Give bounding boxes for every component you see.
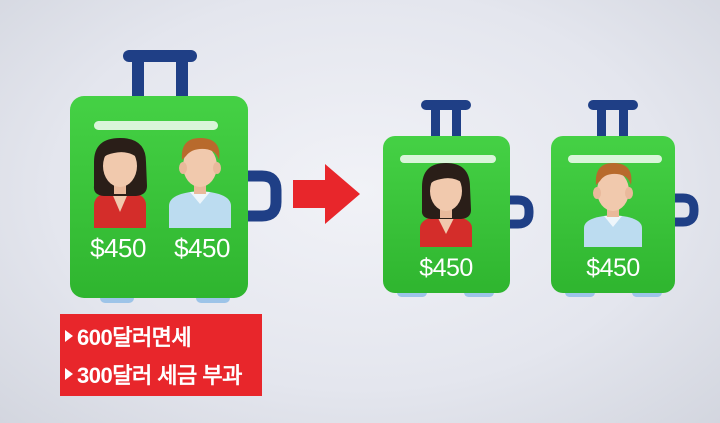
small-woman-price: $450 — [419, 254, 473, 282]
info-line-tax: 300달러 세금 부과 — [60, 356, 262, 392]
info-line-duty-free: 600달러면세 — [60, 318, 262, 354]
big-suitcase-handle — [123, 50, 197, 100]
big-suitcase-side-handle — [240, 170, 282, 222]
bullet-triangle-icon — [65, 368, 73, 380]
big-suitcase: $450 $450 — [70, 50, 282, 303]
right-arrow-icon — [293, 164, 360, 224]
big-price-right: $450 — [174, 233, 230, 263]
man-avatar-small — [584, 162, 642, 247]
bullet-triangle-icon — [65, 330, 73, 342]
small-suitcase-man-handle — [588, 100, 638, 140]
small-suitcase-man-side-handle — [667, 193, 699, 227]
info-text-duty-free: 600달러면세 — [77, 325, 192, 350]
big-price-left: $450 — [90, 233, 146, 263]
woman-avatar-small — [420, 163, 472, 247]
info-text-tax: 300달러 세금 부과 — [77, 363, 242, 388]
man-avatar — [169, 137, 231, 228]
woman-avatar — [93, 138, 147, 228]
small-man-price: $450 — [586, 254, 640, 282]
small-suitcase-man: $450 — [551, 100, 699, 297]
small-suitcase-woman-handle — [421, 100, 471, 140]
small-suitcase-woman: $450 — [383, 100, 534, 297]
info-box: 600달러면세 300달러 세금 부과 — [60, 314, 262, 396]
small-suitcase-woman-side-handle — [503, 195, 534, 229]
